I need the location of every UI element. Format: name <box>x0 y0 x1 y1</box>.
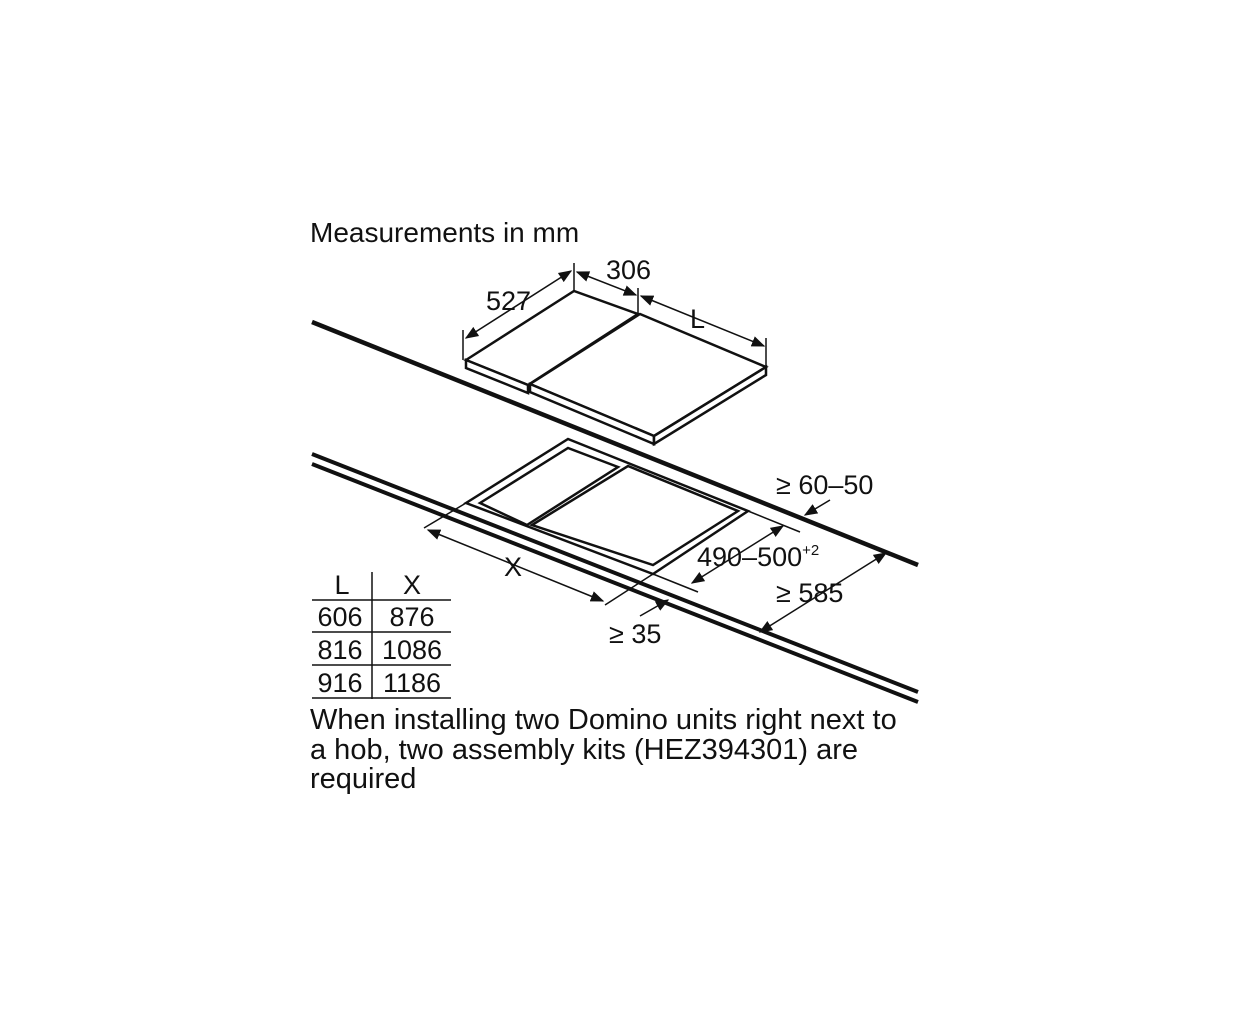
installation-note: When installing two Domino units right n… <box>310 704 897 795</box>
dim-X <box>423 502 654 606</box>
table-header-L: L <box>334 570 349 600</box>
table-header-X: X <box>403 570 421 600</box>
table-cell: 916 <box>317 668 362 698</box>
label-L: L <box>690 304 705 334</box>
label-527: 527 <box>486 286 531 316</box>
label-X: X <box>504 552 522 582</box>
table-cell: 606 <box>317 602 362 632</box>
dim-306 <box>575 271 639 314</box>
label-60-50: ≥ 60–50 <box>776 470 873 500</box>
size-table: L X 606 876 816 1086 916 1186 <box>312 570 451 699</box>
table-cell: 816 <box>317 635 362 665</box>
table-cell: 1186 <box>383 668 441 698</box>
label-35: ≥ 35 <box>609 619 661 649</box>
diagram-title: Measurements in mm <box>310 217 580 248</box>
dim-60-50-arrow <box>803 499 831 516</box>
label-585: ≥ 585 <box>776 578 843 608</box>
worktop-front-edge <box>311 452 919 704</box>
dim-L <box>639 295 767 366</box>
table-cell: 876 <box>389 602 434 632</box>
table-cell: 1086 <box>382 635 442 665</box>
dim-490-500 <box>652 510 801 593</box>
worktop-back-edge <box>311 319 919 568</box>
label-306: 306 <box>606 255 651 285</box>
dim-527 <box>462 263 575 360</box>
dim-585-line <box>758 552 888 633</box>
label-490-500: 490–500+2 <box>697 542 819 572</box>
dim-35-arrow <box>639 599 670 617</box>
